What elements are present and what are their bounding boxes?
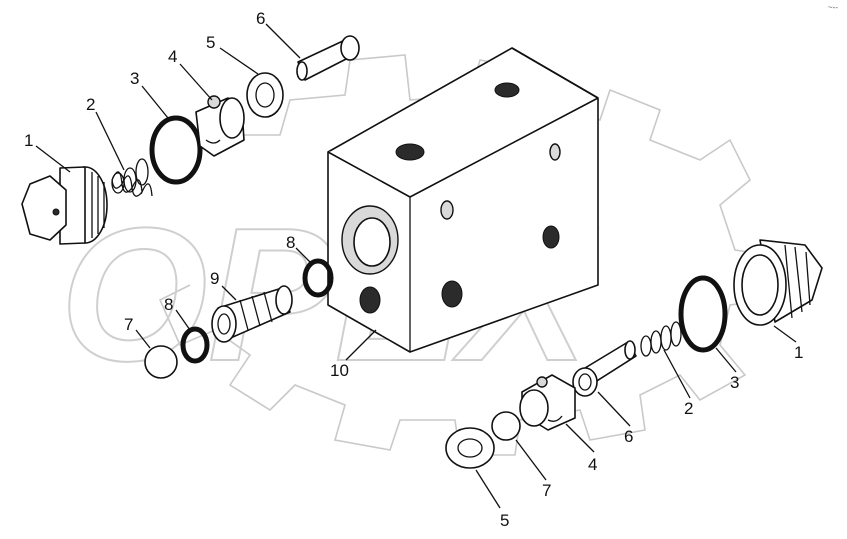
spring-right: [640, 321, 682, 357]
callout-5-top: 5: [206, 33, 215, 52]
callout-2-left: 2: [86, 95, 95, 114]
callout-4-left: 4: [168, 47, 177, 66]
washer-bottom: [445, 427, 495, 469]
callout-2-right: 2: [684, 399, 693, 418]
o-ring-8-lower: [180, 326, 210, 364]
pin-right: [572, 340, 637, 397]
callout-8-lower: 8: [164, 295, 173, 314]
callout-3-right: 3: [730, 373, 739, 392]
callout-6-right: 6: [624, 427, 633, 446]
leader-lines: [35, 23, 797, 509]
callout-3-left: 3: [130, 69, 139, 88]
callout-10: 10: [330, 361, 349, 380]
o-ring-8-upper: [302, 258, 334, 298]
corner-mark: ~--: [828, 3, 838, 12]
o-ring-right: [678, 275, 728, 353]
callout-5-bottom: 5: [500, 511, 509, 530]
callout-9: 9: [210, 269, 219, 288]
ball-right: [491, 411, 521, 441]
callout-7-left: 7: [124, 315, 133, 334]
sleeve-left: [195, 95, 245, 157]
ball-left: [144, 345, 178, 379]
sleeve-right: [519, 374, 576, 431]
spool: [211, 285, 293, 343]
callout-1-right: 1: [794, 343, 803, 362]
washer-top: [246, 72, 284, 118]
o-ring-left: [149, 115, 203, 185]
callout-6-top: 6: [256, 9, 265, 28]
callout-labels: 1 2 3 4 5 6 7 8 8 9 10 1 2 3 4 5 6 7: [24, 9, 803, 530]
callout-4-right: 4: [588, 455, 597, 474]
pin-top: [296, 35, 360, 81]
callout-8-upper: 8: [286, 233, 295, 252]
callout-1-left: 1: [24, 131, 33, 150]
callout-7-right: 7: [542, 481, 551, 500]
valve-body: [327, 47, 599, 353]
spring-left: [111, 158, 153, 197]
plug-left: [21, 166, 108, 245]
plug-right: [733, 239, 823, 326]
